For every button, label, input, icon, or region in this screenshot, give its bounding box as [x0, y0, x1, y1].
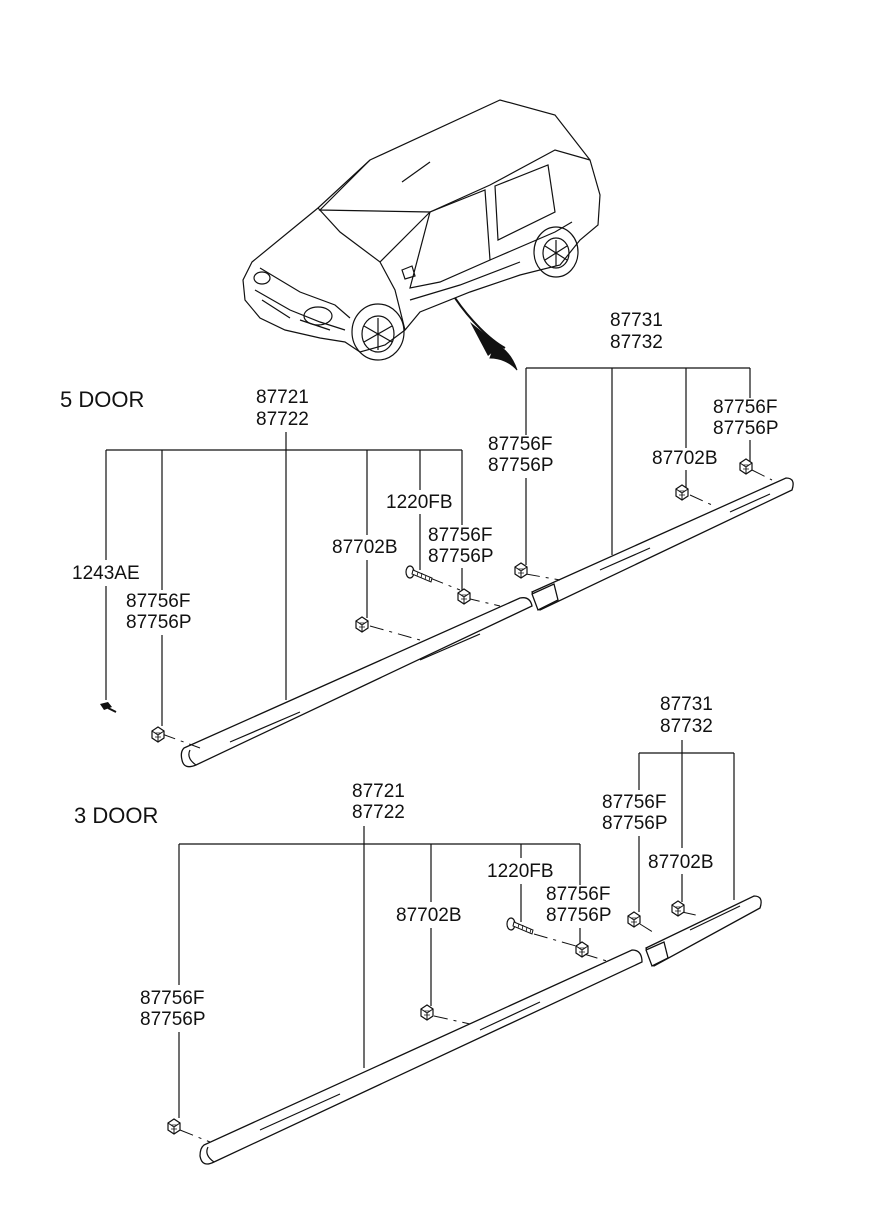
- label-5d-clip-rear-right-2: 87756P: [713, 418, 779, 439]
- clip-icon: [420, 1004, 434, 1021]
- label-5d-clip-front-right-1: 87756F: [428, 525, 492, 546]
- label-5d-screw: 1220FB: [386, 492, 453, 513]
- label-5d-rear-moulding-1: 87731: [610, 310, 663, 331]
- car-illustration: [242, 99, 601, 361]
- label-3d-clip-b-rear: 87702B: [648, 852, 714, 873]
- label-5d-clip-front-left-2: 87756P: [126, 612, 192, 633]
- label-5d-clip-b-front: 87702B: [332, 537, 398, 558]
- screw-icon: [405, 565, 433, 583]
- label-3d-clip-front-right-1: 87756F: [546, 884, 610, 905]
- bolt-icon: [100, 702, 117, 713]
- leader-lines-3-door: [178, 740, 735, 1118]
- label-3d-clip-front-left-1: 87756F: [140, 988, 204, 1009]
- dash-lines-3-door: [179, 911, 701, 1143]
- label-3d-screw: 1220FB: [487, 861, 554, 882]
- label-5d-rear-moulding-2: 87732: [610, 332, 663, 353]
- curved-arrow-icon: [454, 297, 518, 371]
- section-title-5-door: 5 DOOR: [60, 387, 144, 412]
- clip-icon: [675, 484, 689, 501]
- label-3d-rear-moulding-2: 87732: [660, 716, 713, 737]
- clip-icon: [355, 616, 369, 633]
- clip-icon: [151, 726, 165, 743]
- section-title-3-door: 3 DOOR: [74, 803, 158, 828]
- moulding-3d-rear: [645, 895, 762, 967]
- label-3d-front-moulding-1: 87721: [352, 781, 405, 802]
- label-5d-front-moulding-2: 87722: [256, 409, 309, 430]
- label-3d-clip-rear-left-2: 87756P: [602, 813, 668, 834]
- label-5d-clip-b-rear: 87702B: [652, 448, 718, 469]
- label-5d-bolt: 1243AE: [72, 563, 140, 584]
- label-3d-rear-moulding-1: 87731: [660, 694, 713, 715]
- clip-icon: [457, 588, 471, 605]
- clip-icon: [671, 900, 685, 917]
- label-3d-clip-front-right-2: 87756P: [546, 905, 612, 926]
- leader-lines-5-door: [105, 367, 751, 726]
- clip-icon: [627, 911, 641, 928]
- moulding-5d-front: [180, 597, 533, 768]
- label-3d-front-moulding-2: 87722: [352, 802, 405, 823]
- label-3d-clip-b-front: 87702B: [396, 905, 462, 926]
- clip-icon: [575, 941, 589, 958]
- label-5d-clip-rear-right-1: 87756F: [713, 397, 777, 418]
- label-5d-clip-rear-left-1: 87756F: [488, 434, 552, 455]
- screw-icon: [506, 917, 534, 935]
- dash-lines-5-door: [161, 469, 773, 749]
- label-5d-front-moulding-1: 87721: [256, 387, 309, 408]
- label-5d-clip-front-right-2: 87756P: [428, 546, 494, 567]
- moulding-5d-rear: [531, 477, 794, 611]
- clip-icon: [739, 458, 753, 475]
- moulding-3d-front: [199, 949, 643, 1165]
- clip-icon: [167, 1118, 181, 1135]
- label-5d-clip-front-left-1: 87756F: [126, 591, 190, 612]
- label-3d-clip-front-left-2: 87756P: [140, 1009, 206, 1030]
- clip-icon: [514, 562, 528, 579]
- label-5d-clip-rear-left-2: 87756P: [488, 455, 554, 476]
- label-3d-clip-rear-left-1: 87756F: [602, 792, 666, 813]
